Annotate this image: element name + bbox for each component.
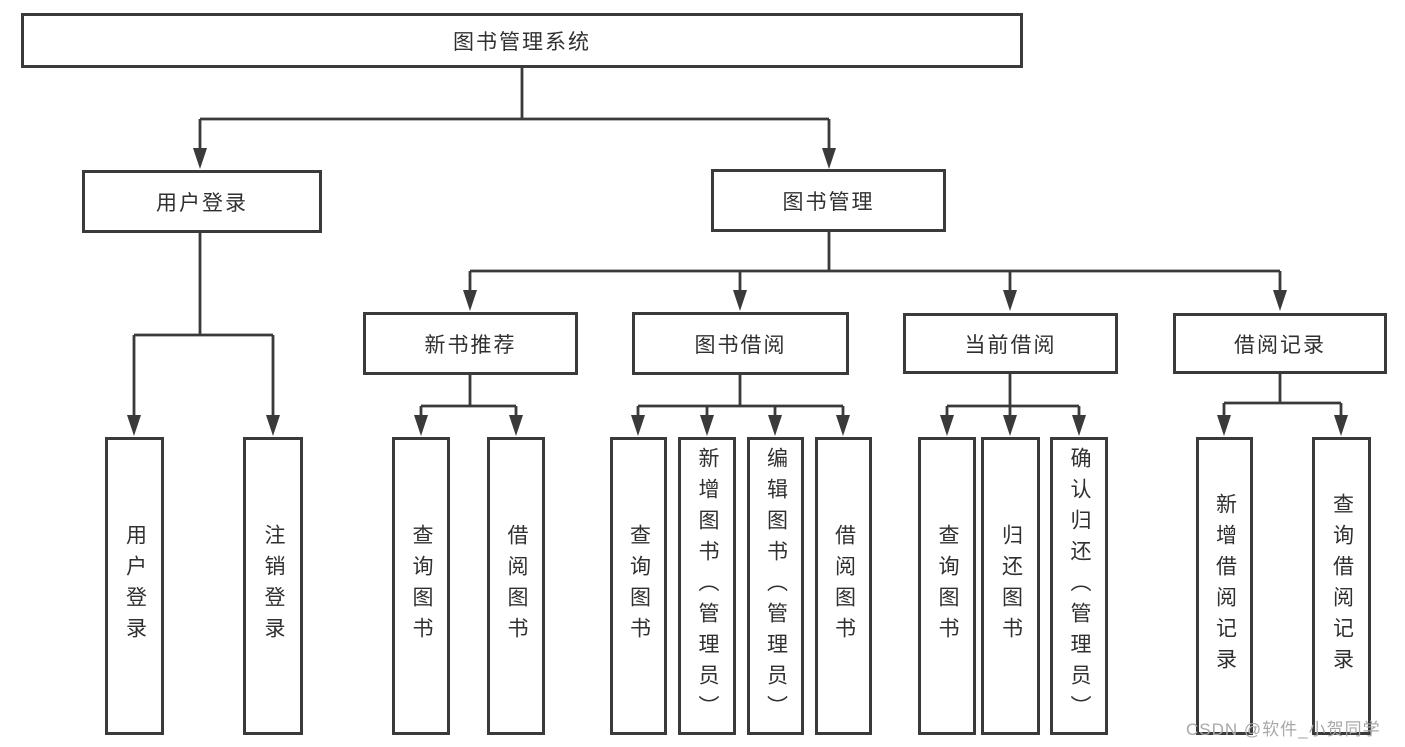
leaf-user-login: 用户登录 — [105, 437, 164, 735]
node-label: 编辑图书（管理员） — [764, 446, 788, 726]
node-current-borrowing: 当前借阅 — [903, 313, 1118, 374]
node-label: 图书管理 — [782, 190, 875, 214]
node-label: 借阅记录 — [1234, 333, 1326, 357]
node-label: 图书借阅 — [694, 333, 787, 357]
leaf-add-borrow-record: 新增借阅记录 — [1196, 437, 1253, 735]
node-book-borrowing: 图书借阅 — [632, 312, 849, 375]
node-label: 图书管理系统 — [453, 30, 591, 54]
leaf-borrow-books-recommend: 借阅图书 — [487, 437, 545, 735]
leaf-query-books-borrowing: 查询图书 — [610, 437, 667, 735]
leaf-borrow-books: 借阅图书 — [815, 437, 872, 735]
leaf-query-books-current: 查询图书 — [918, 437, 976, 735]
leaf-add-books-admin: 新增图书（管理员） — [678, 437, 736, 735]
leaf-return-books: 归还图书 — [981, 437, 1040, 735]
node-book-management: 图书管理 — [711, 169, 946, 232]
node-label: 查询图书 — [627, 524, 651, 648]
node-label: 新书推荐 — [424, 333, 517, 357]
leaf-edit-books-admin: 编辑图书（管理员） — [747, 437, 804, 735]
node-label: 查询图书 — [936, 524, 960, 648]
leaf-query-borrow-record: 查询借阅记录 — [1312, 437, 1371, 735]
leaf-logout: 注销登录 — [243, 437, 303, 735]
node-user-login: 用户登录 — [82, 170, 322, 233]
node-new-book-recommend: 新书推荐 — [363, 312, 578, 375]
leaf-query-books-recommend: 查询图书 — [392, 437, 450, 735]
node-root: 图书管理系统 — [21, 13, 1023, 68]
node-label: 借阅图书 — [832, 524, 856, 648]
node-label: 归还图书 — [999, 524, 1023, 648]
node-label: 借阅图书 — [505, 524, 529, 648]
node-label: 新增借阅记录 — [1213, 493, 1237, 679]
node-label: 确认归还（管理员） — [1068, 446, 1092, 726]
node-label: 当前借阅 — [964, 333, 1057, 357]
node-label: 新增图书（管理员） — [696, 446, 720, 726]
node-label: 查询图书 — [410, 524, 434, 648]
node-label: 注销登录 — [262, 524, 286, 648]
leaf-confirm-return-admin: 确认归还（管理员） — [1050, 437, 1108, 735]
node-label: 用户登录 — [156, 191, 248, 215]
node-borrowing-records: 借阅记录 — [1173, 313, 1387, 374]
node-label: 用户登录 — [123, 524, 147, 648]
node-label: 查询借阅记录 — [1330, 493, 1354, 679]
watermark: CSDN @软件_小贺同学 — [1186, 720, 1381, 739]
